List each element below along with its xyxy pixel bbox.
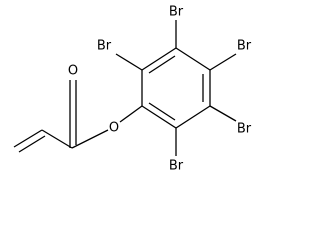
atom-label-br-upper-right: Br — [237, 39, 252, 54]
ring-bond-2 — [141, 47, 177, 71]
atom-labels: Br Br Br Br Br O O — [68, 5, 252, 174]
atom-label-carbonyl-oxygen: O — [68, 64, 78, 79]
bond-to-br-upper-right — [209, 53, 237, 71]
vinyl-double-bond-inner — [18, 135, 46, 153]
bonds — [13, 20, 237, 156]
atom-label-br-top: Br — [169, 5, 184, 20]
ring-inner-double-1 — [148, 55, 176, 74]
atom-label-br-bottom: Br — [169, 159, 184, 174]
ring-bond-5 — [175, 105, 211, 129]
ring-inner-double-3 — [148, 102, 176, 121]
atom-label-ester-oxygen: O — [109, 121, 119, 136]
structure-diagram: Br Br Br Br Br O O — [13, 5, 252, 174]
carbonyl-to-ester-oxygen-bond — [71, 129, 109, 149]
bond-to-br-upper-left — [115, 53, 143, 71]
ring-bond-6 — [141, 105, 177, 129]
atom-label-br-lower-right: Br — [237, 122, 252, 137]
vinyl-to-carbonyl-bond — [41, 129, 73, 149]
ester-oxygen-to-ring-bond — [119, 105, 143, 123]
vinyl-double-bond — [13, 129, 43, 148]
atom-label-br-upper-left: Br — [97, 39, 112, 54]
ring-bond-3 — [175, 47, 211, 71]
bond-to-br-lower-right — [209, 105, 237, 122]
